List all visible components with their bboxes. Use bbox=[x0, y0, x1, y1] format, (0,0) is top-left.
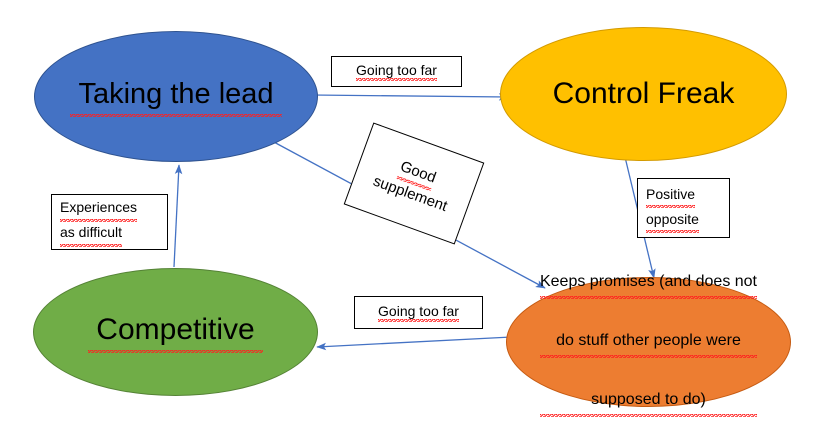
node-control-freak[interactable]: Control Freak bbox=[500, 27, 787, 161]
edge-label-positive-opposite[interactable]: Positive opposite bbox=[637, 178, 730, 238]
edge-label-experiences-as-difficult[interactable]: Experiences as difficult bbox=[51, 194, 168, 250]
edge-keeps-promises-to-competitive bbox=[316, 336, 512, 351]
edge-competitive-to-lead bbox=[173, 164, 183, 268]
node-keeps-promises-label: Keeps promises (and does not do stuff ot… bbox=[532, 240, 765, 423]
edge-lead-to-control bbox=[311, 93, 509, 101]
edge-label-experiences-line-1: Experiences bbox=[60, 197, 138, 222]
edge-label-positive-opposite-line-1: Positive bbox=[646, 182, 696, 208]
node-keeps-promises-line-1: Keeps promises (and does not bbox=[539, 267, 757, 299]
edge-label-going-too-far-top[interactable]: Going too far bbox=[331, 56, 462, 87]
node-control-freak-label: Control Freak bbox=[552, 76, 735, 110]
node-keeps-promises-line-3: supposed to do) bbox=[539, 385, 757, 417]
node-taking-the-lead[interactable]: Taking the lead bbox=[34, 31, 318, 162]
node-competitive[interactable]: Competitive bbox=[33, 268, 318, 396]
edge-label-going-too-far-bottom[interactable]: Going too far bbox=[354, 296, 483, 329]
node-keeps-promises-line-2: do stuff other people were bbox=[539, 326, 757, 358]
edge-label-positive-opposite-line-2: opposite bbox=[646, 208, 699, 234]
edge-label-going-too-far-bottom-text: Going too far bbox=[378, 303, 459, 322]
node-keeps-promises[interactable]: Keeps promises (and does not do stuff ot… bbox=[506, 267, 791, 417]
edge-label-experiences-line-2: as difficult bbox=[60, 222, 122, 247]
node-competitive-label: Competitive bbox=[88, 311, 263, 353]
edge-label-going-too-far-top-text: Going too far bbox=[356, 62, 437, 81]
node-taking-the-lead-label: Taking the lead bbox=[70, 76, 282, 117]
